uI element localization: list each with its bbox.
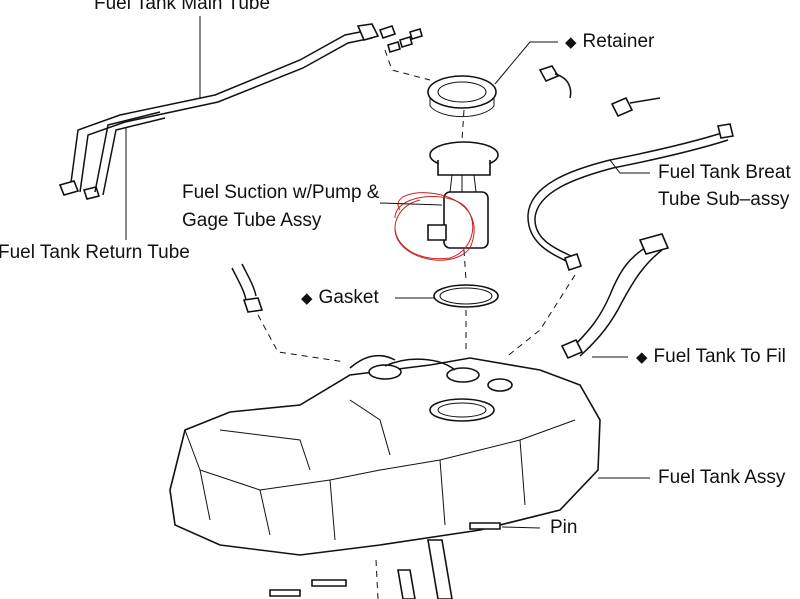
diamond-marker-icon: ◆ — [565, 34, 577, 51]
diamond-marker-icon: ◆ — [636, 349, 648, 366]
breather-tube-sub-assy — [527, 123, 734, 272]
label-pin: Pin — [550, 517, 578, 538]
gasket-ring — [433, 284, 499, 308]
label-filler-hose: ◆ Fuel Tank To Fil — [636, 347, 786, 368]
fuel-tank-body — [169, 310, 601, 556]
fuel-tank-to-filler-hose — [504, 233, 670, 360]
label-fuel-tank-return-tube: Fuel Tank Return Tube — [0, 242, 190, 263]
fuel-pump-assembly — [427, 109, 499, 281]
label-gasket-text: Gasket — [318, 287, 379, 308]
retainer-ring — [427, 75, 497, 118]
label-breather-line1: Fuel Tank Breat — [658, 162, 791, 183]
label-fuel-tank-main-tube: Fuel Tank Main Tube — [94, 0, 271, 14]
label-fuel-suction-line1: Fuel Suction w/Pump & — [182, 182, 380, 203]
diamond-marker-icon: ◆ — [301, 290, 313, 307]
leader-lines — [125, 16, 650, 529]
tube-clips — [378, 24, 431, 81]
fuel-tank-return-tube — [94, 111, 166, 196]
label-fuel-tank-assy: Fuel Tank Assy — [658, 467, 786, 488]
label-breather-line2: Tube Sub–assy — [658, 189, 790, 210]
fuel-tank-main-tube — [58, 23, 380, 200]
label-fuel-suction-line2: Gage Tube Assy — [182, 210, 322, 231]
pins-and-straps — [269, 522, 501, 599]
label-retainer: ◆ Retainer — [565, 32, 654, 53]
pump-connector — [538, 65, 572, 99]
red-annotation-circle — [394, 192, 475, 261]
label-retainer-text: Retainer — [582, 31, 655, 52]
breather-bolt — [610, 96, 661, 118]
left-hose — [231, 263, 346, 363]
label-gasket: ◆ Gasket — [301, 288, 379, 309]
label-filler-hose-text: Fuel Tank To Fil — [653, 346, 786, 367]
